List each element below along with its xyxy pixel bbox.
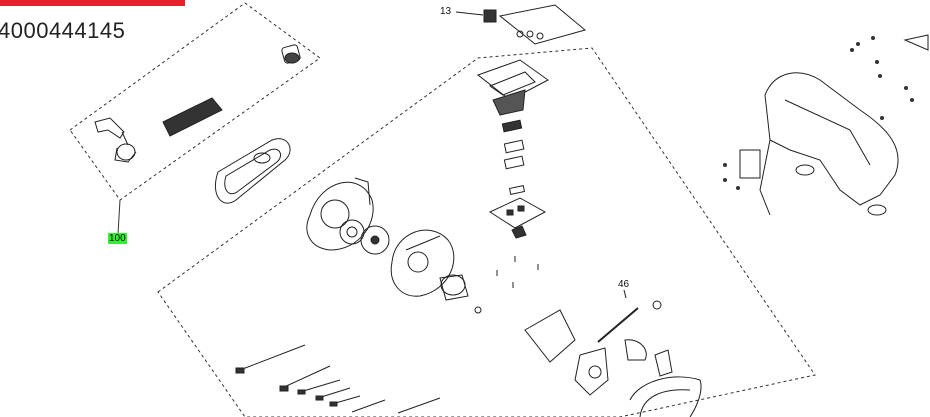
filter-part [214,138,291,204]
main-housing-part [739,34,929,216]
kit-box-outline [69,2,321,201]
upper-housing-part [476,59,549,195]
control-panel-part [455,4,587,45]
rod-part [597,289,662,343]
fan-housing-part [390,229,455,297]
ribbed-hose-part [162,97,223,137]
callout-46[interactable]: 46 [618,279,630,290]
volute-housing-part [306,177,374,251]
valve-assembly-part [524,309,702,417]
screw-set-part [723,36,914,190]
callout-100-hotspot[interactable]: 100 [108,233,127,244]
cable-set-part [235,344,441,414]
fan-disc-part [360,225,390,255]
leader-line-100 [117,199,121,235]
brand-accent-bar [0,0,185,6]
connector-part [94,117,137,163]
assembly-box-outline [157,47,816,417]
callout-13[interactable]: 13 [440,6,452,17]
motor-part [439,274,482,314]
part-number-title: 4000444145 [0,18,126,43]
cap-part [281,44,301,64]
impeller-part [339,219,365,245]
circuit-board-part [488,197,547,288]
